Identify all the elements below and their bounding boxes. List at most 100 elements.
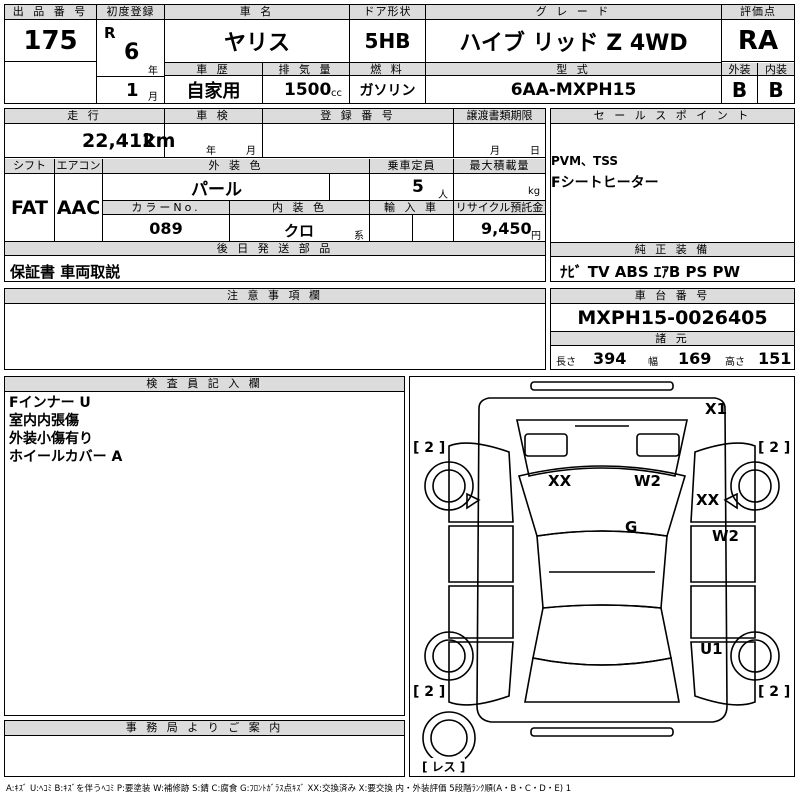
recycle-label: リサイクル預託金 xyxy=(454,201,545,215)
tire-front-left: [ 2 ] xyxy=(413,440,446,456)
regno-cell xyxy=(263,124,454,158)
middle-block xyxy=(4,108,546,282)
height: 151 xyxy=(758,349,792,368)
door-label: ドア形状 xyxy=(350,5,426,20)
grade-label: グ レ ー ド xyxy=(426,5,722,20)
first-reg-label: 初度登録 xyxy=(97,5,165,20)
inspector-block xyxy=(4,376,405,716)
lot-blank xyxy=(5,62,97,103)
month-unit: 月 xyxy=(148,92,158,103)
capacity-unit: 人 xyxy=(438,190,448,201)
tire-rear-right: [ 2 ] xyxy=(758,684,791,700)
intcolor-label: 内 装 色 xyxy=(230,201,370,215)
dims-label: 諸 元 xyxy=(551,332,794,346)
history-label: 車 歴 xyxy=(165,63,263,76)
mark-u1: U1 xyxy=(700,640,723,658)
height-label: 高さ xyxy=(725,357,745,368)
capacity: 5 xyxy=(412,177,424,197)
inspector-line-4: ホイールカバー A xyxy=(9,449,123,465)
later-label: 後 日 発 送 部 品 xyxy=(5,242,545,256)
mark-w2-door: W2 xyxy=(712,527,739,545)
reg-month-cell xyxy=(97,76,165,103)
inspector-label: 検 査 員 記 入 欄 xyxy=(5,377,404,392)
color-label: 外 装 色 xyxy=(103,159,370,174)
mid-divider xyxy=(103,200,545,201)
fuel: ガソリン xyxy=(350,76,426,103)
sales-line-1: PVM、TSS xyxy=(551,154,618,168)
grade: ハイブ リッド Z 4WD xyxy=(426,20,722,62)
chassis-number: MXPH15-0026405 xyxy=(551,304,794,332)
regno-label: 登 録 番 号 xyxy=(263,109,454,124)
diagram-block xyxy=(409,376,795,777)
reg-divider xyxy=(97,20,165,76)
reg-month: 1 xyxy=(126,80,139,101)
mileage-label: 走 行 xyxy=(5,109,165,124)
ext-label: 外装 xyxy=(722,63,758,76)
int-score: B xyxy=(768,77,784,102)
colorno: 089 xyxy=(103,215,230,241)
aircon: AAC xyxy=(55,174,103,241)
name-label: 車 名 xyxy=(165,5,350,20)
displacement-label: 排 気 量 xyxy=(263,63,350,76)
displacement-cell xyxy=(263,76,350,103)
mileage-cell xyxy=(5,124,165,158)
later-parts: 保証書 車両取説 xyxy=(10,263,121,281)
width: 169 xyxy=(678,349,712,368)
equipment-label: 純 正 装 備 xyxy=(551,242,794,257)
model: 6AA-MXPH15 xyxy=(426,76,722,103)
car-diagram xyxy=(422,381,780,765)
car-name: ヤリス xyxy=(165,20,350,62)
mark-xx-hood: XX xyxy=(548,472,572,490)
displacement: 1500 xyxy=(284,80,332,100)
chassis-label: 車 台 番 号 xyxy=(551,289,794,304)
import-cell xyxy=(370,215,454,241)
color-cell xyxy=(103,174,330,200)
header-row2-line xyxy=(165,62,722,63)
color: パール xyxy=(191,179,242,200)
shift-label: シフト xyxy=(5,159,55,174)
year-unit: 年 xyxy=(148,66,158,77)
header-block xyxy=(4,4,795,104)
lot-label: 出 品 番 号 xyxy=(5,5,97,20)
intcolor-unit: 系 xyxy=(354,231,364,242)
ext-score: B xyxy=(722,76,758,103)
office-label: 事 務 局 よ り ご 案 内 xyxy=(5,721,404,736)
mark-xx-fender: XX xyxy=(696,491,720,509)
inspector-line-3: 外装小傷有り xyxy=(9,431,93,447)
tire-front-right: [ 2 ] xyxy=(758,440,791,456)
door-type: 5HB xyxy=(350,20,426,62)
transfer-month-unit: 月 xyxy=(490,146,500,157)
import-label: 輸 入 車 xyxy=(370,201,454,215)
inspection-month-unit: 月 xyxy=(246,146,256,157)
era: R xyxy=(104,24,116,42)
capacity-label: 乗車定員 xyxy=(370,159,454,174)
tire-rear-left: [ 2 ] xyxy=(413,684,446,700)
recycle-unit: 円 xyxy=(531,231,541,242)
color-extra xyxy=(330,174,370,200)
transfer-day-unit: 日 xyxy=(530,146,540,157)
fuel-label: 燃 料 xyxy=(350,63,426,76)
capacity-cell xyxy=(370,174,454,200)
sales-line-2: Fシートヒーター xyxy=(551,175,659,191)
legend: A:ｷｽﾞ U:ﾍｺﾐ B:ｷｽﾞを伴うﾍｺﾐ P:要塗装 W:補修跡 S:錆 … xyxy=(6,784,572,794)
inspection-year-unit: 年 xyxy=(206,146,216,157)
office-block xyxy=(4,720,405,777)
lot-number: 175 xyxy=(5,20,97,62)
mileage-unit: km xyxy=(143,130,176,152)
sales-block xyxy=(550,108,795,282)
notes-label: 注 意 事 項 欄 xyxy=(5,289,545,304)
aircon-label: エアコン xyxy=(55,159,103,174)
mileage: 22,412 xyxy=(82,130,156,152)
chassis-block xyxy=(550,288,795,370)
inspector-line-2: 室内内張傷 xyxy=(9,413,79,429)
import-sub xyxy=(412,215,413,241)
length: 394 xyxy=(593,349,627,368)
width-label: 幅 xyxy=(648,357,658,368)
sales-label: セ ー ル ス ポ イ ン ト xyxy=(551,109,794,124)
int-label: 内装 xyxy=(758,63,794,76)
notes-block xyxy=(4,288,546,370)
spare-label: [ レス ] xyxy=(422,758,466,775)
load-label: 最大積載量 xyxy=(454,159,545,174)
colorno-label: カラーNo. xyxy=(103,201,230,215)
transfer-label: 譲渡書類期限 xyxy=(454,109,545,124)
